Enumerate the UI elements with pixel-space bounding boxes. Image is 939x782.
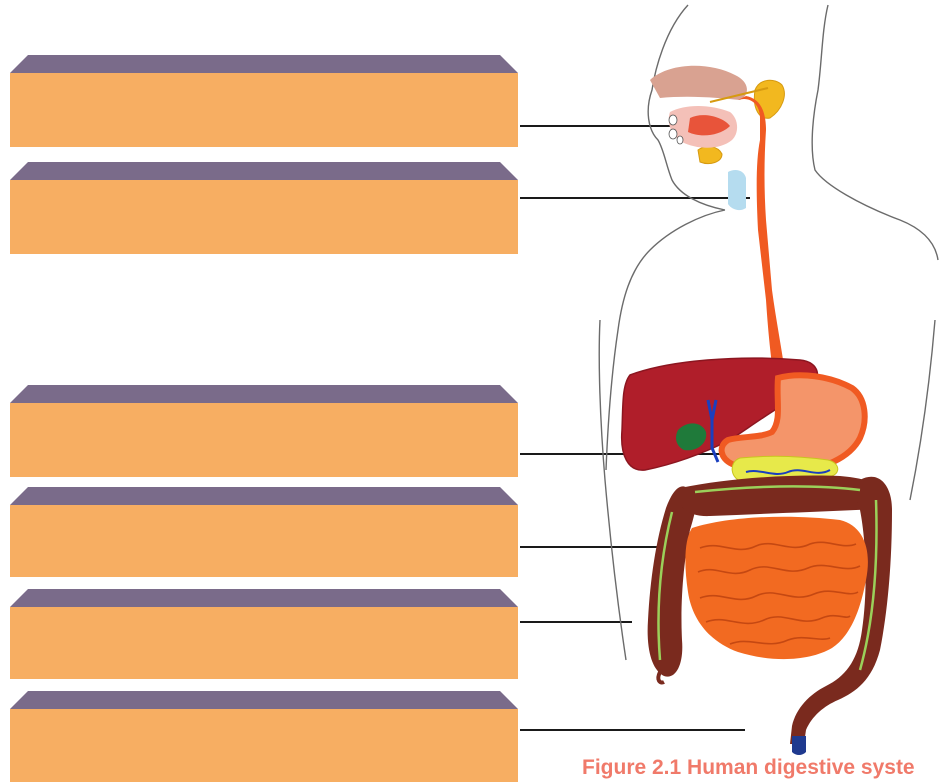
label-box-bevel — [10, 385, 518, 403]
transverse-colon — [679, 476, 879, 517]
label-box-face[interactable] — [10, 607, 518, 679]
salivary-gland — [754, 80, 784, 118]
nasal-cavity — [650, 66, 747, 100]
anus — [792, 736, 806, 755]
label-box-face[interactable] — [10, 505, 518, 577]
small-intestine — [685, 517, 868, 659]
label-box-bevel — [10, 691, 518, 709]
label-box-bevel — [10, 487, 518, 505]
label-box-bevel — [10, 162, 518, 180]
label-box-face[interactable] — [10, 73, 518, 147]
figure-caption: Figure 2.1 Human digestive syste — [582, 756, 915, 780]
esophagus — [738, 96, 786, 380]
label-box-bevel — [10, 55, 518, 73]
label-box-face[interactable] — [10, 403, 518, 477]
salivary-gland — [698, 147, 722, 164]
digestive-system-illustration — [560, 0, 939, 760]
label-box-bevel — [10, 589, 518, 607]
trachea — [728, 170, 746, 210]
label-box-face[interactable] — [10, 709, 518, 782]
label-box-face[interactable] — [10, 180, 518, 254]
